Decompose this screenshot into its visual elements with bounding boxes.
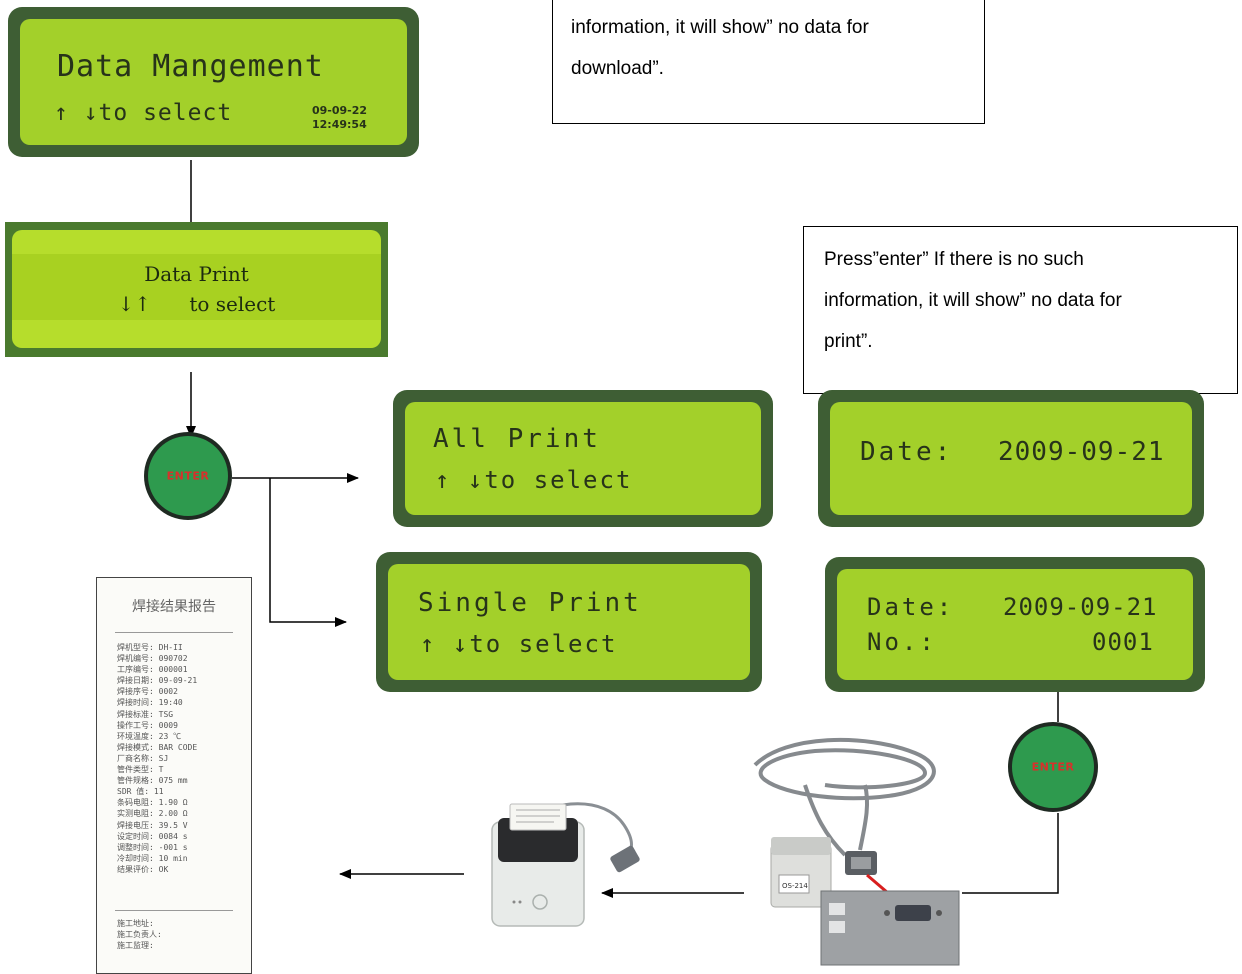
receipt-footer-row: 施工地址: xyxy=(117,919,154,928)
lcd-hint: ↑ ↓to select xyxy=(435,466,633,494)
receipt-rows: 焊机型号: DH-II 焊机编号: 090702 工序编号: 000001 焊接… xyxy=(117,642,197,875)
receipt-row: 管件类型: T xyxy=(117,765,164,775)
printed-receipt: 焊接结果报告 焊机型号: DH-II 焊机编号: 090702 工序编号: 00… xyxy=(96,577,252,974)
lcd-number-value: 0001 xyxy=(1092,628,1154,656)
lcd-number-label: No.: xyxy=(867,628,937,656)
receipt-row: 焊接时间: 19:40 xyxy=(117,698,183,708)
thermal-printer-image xyxy=(491,802,640,927)
receipt-row: 焊机编号: 090702 xyxy=(117,654,188,664)
lcd-hint: ↓↑ to select xyxy=(117,292,276,316)
printer-sticker-label: OS-214 xyxy=(782,882,808,890)
note-download-line2: download”. xyxy=(571,58,664,79)
lcd-screen xyxy=(20,19,407,145)
lcd-title: Data Mangement xyxy=(57,49,324,84)
lcd-screen xyxy=(837,569,1193,680)
lcd-data-print: Data Print ↓↑ to select xyxy=(5,222,388,357)
receipt-row: 管件规格: 075 mm xyxy=(117,776,188,786)
receipt-row: 条码电阻: 1.90 Ω xyxy=(117,798,188,808)
receipt-footer: 施工地址: 施工负责人: 施工监理: xyxy=(117,918,162,951)
note-download-line1: information, it will show” no data for xyxy=(571,17,869,38)
receipt-title: 焊接结果报告 xyxy=(132,599,216,615)
lcd-screen xyxy=(830,402,1192,515)
lcd-single-print: Single Print ↑ ↓to select xyxy=(376,552,762,692)
receipt-row: 焊接日期: 09-09-21 xyxy=(117,676,198,686)
cable-and-port-image: OS-214 xyxy=(753,737,960,966)
enter-button-secondary[interactable]: ENTER xyxy=(1008,722,1098,812)
receipt-row: 焊接标准: TSG xyxy=(117,709,174,719)
enter-button-label: ENTER xyxy=(1031,760,1075,774)
receipt-row: 调整时间: -001 s xyxy=(117,842,188,852)
note-print-line1: Press”enter” If there is no such xyxy=(824,249,1084,270)
receipt-row: SDR 值: 11 xyxy=(117,787,164,797)
lcd-date-number: Date: 2009-09-21 No.: 0001 xyxy=(825,557,1205,692)
receipt-row: 焊接模式: BAR CODE xyxy=(117,742,198,752)
receipt-footer-row: 施工监理: xyxy=(117,941,154,951)
enter-button[interactable]: ENTER xyxy=(144,432,232,520)
receipt-row: 焊机型号: DH-II xyxy=(117,643,183,652)
receipt-row: 工序编号: 000001 xyxy=(117,665,188,675)
note-download: information, it will show” no data for d… xyxy=(552,0,985,124)
lcd-screen xyxy=(405,402,761,515)
lcd-date: 09-09-22 xyxy=(312,104,368,117)
connector-enter-to-single-print xyxy=(269,478,347,627)
lcd-date-label: Date: xyxy=(860,437,954,467)
lcd-date-value: 2009-09-21 xyxy=(1003,593,1158,621)
lcd-title: Data Print xyxy=(144,262,249,286)
receipt-row: 设定时间: 0084 s xyxy=(117,831,188,841)
receipt-row: 焊接序号: 0002 xyxy=(117,687,178,697)
receipt-footer-row: 施工负责人: xyxy=(117,930,162,940)
lcd-date: Date: 2009-09-21 xyxy=(818,390,1204,527)
note-print-line3: print”. xyxy=(824,331,873,352)
receipt-row: 焊接电压: 39.5 V xyxy=(117,820,188,830)
lcd-hint: ↑ ↓to select xyxy=(54,100,233,126)
enter-button-label: ENTER xyxy=(166,469,210,483)
receipt-row: 厂商名称: SJ xyxy=(117,753,169,763)
receipt-row: 操作工号: 0009 xyxy=(117,720,178,730)
lcd-data-management: Data Mangement ↑ ↓to select 09-09-22 12:… xyxy=(8,7,419,157)
lcd-screen xyxy=(388,564,750,680)
receipt-row: 结果评价: OK xyxy=(117,864,169,874)
lcd-time: 12:49:54 xyxy=(312,118,367,131)
receipt-row: 环境温度: 23 ℃ xyxy=(117,731,182,741)
lcd-title: Single Print xyxy=(418,588,642,618)
lcd-date-label: Date: xyxy=(867,593,955,621)
note-print: Press”enter” If there is no such informa… xyxy=(803,226,1238,394)
receipt-row: 冷却时间: 10 min xyxy=(117,853,188,863)
connector-enter-to-cable xyxy=(962,813,1059,894)
lcd-title: All Print xyxy=(433,424,601,454)
note-print-line2: information, it will show” no data for xyxy=(824,290,1122,311)
lcd-all-print: All Print ↑ ↓to select xyxy=(393,390,773,527)
lcd-date-value: 2009-09-21 xyxy=(998,437,1165,467)
receipt-row: 实测电阻: 2.00 Ω xyxy=(117,809,188,819)
lcd-hint: ↑ ↓to select xyxy=(420,630,618,658)
